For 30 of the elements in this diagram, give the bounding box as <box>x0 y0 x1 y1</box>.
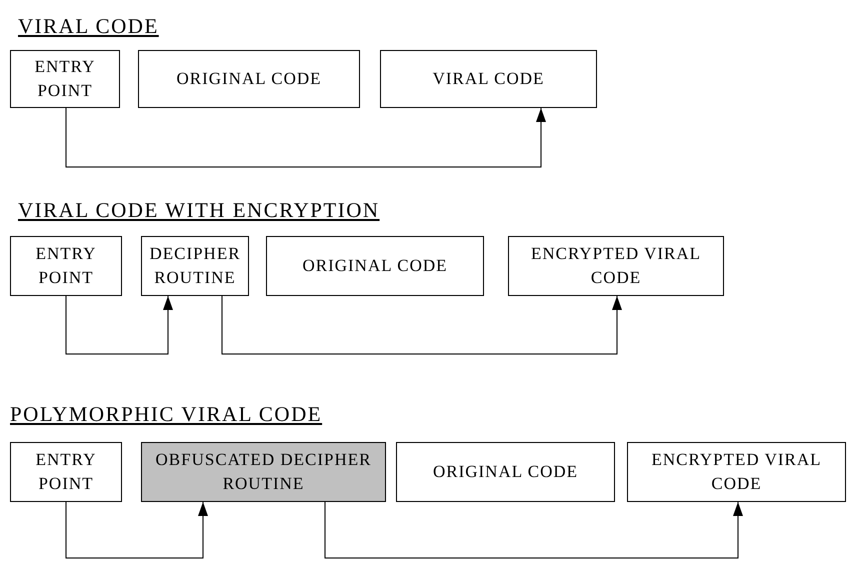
box-label: VIRAL CODE <box>432 68 544 90</box>
box-label: ENCRYPTED VIRAL CODE <box>530 243 702 289</box>
routine-box <box>141 442 386 502</box>
code-box <box>396 442 615 502</box>
box-label: OBFUSCATED DECIPHER ROUTINE <box>154 449 372 495</box>
box-label: ENCRYPTED VIRAL CODE <box>650 449 823 495</box>
arrow <box>66 502 208 558</box>
entry-box <box>10 50 120 108</box>
code-box <box>508 236 724 296</box>
code-box <box>380 50 597 108</box>
routine-box <box>141 236 249 296</box>
entry-box <box>10 442 122 502</box>
section-title: VIRAL CODE <box>18 14 159 39</box>
box-label: ORIGINAL CODE <box>176 68 322 90</box>
box-label: ENTRY POINT <box>34 449 98 495</box>
section-title: VIRAL CODE WITH ENCRYPTION <box>18 198 380 223</box>
arrow <box>222 296 622 354</box>
arrow <box>66 296 173 354</box>
box-label: ENTRY POINT <box>34 243 98 289</box>
box-label: DECIPHER ROUTINE <box>148 243 242 289</box>
code-box <box>266 236 484 296</box>
code-box <box>138 50 360 108</box>
box-label: ORIGINAL CODE <box>432 461 578 483</box>
code-box <box>627 442 846 502</box>
arrow <box>324 502 743 558</box>
box-label: ORIGINAL CODE <box>302 255 448 277</box>
box-label: ENTRY POINT <box>34 56 96 102</box>
entry-box <box>10 236 122 296</box>
section-title: POLYMORPHIC VIRAL CODE <box>10 402 322 427</box>
arrow <box>66 108 546 168</box>
